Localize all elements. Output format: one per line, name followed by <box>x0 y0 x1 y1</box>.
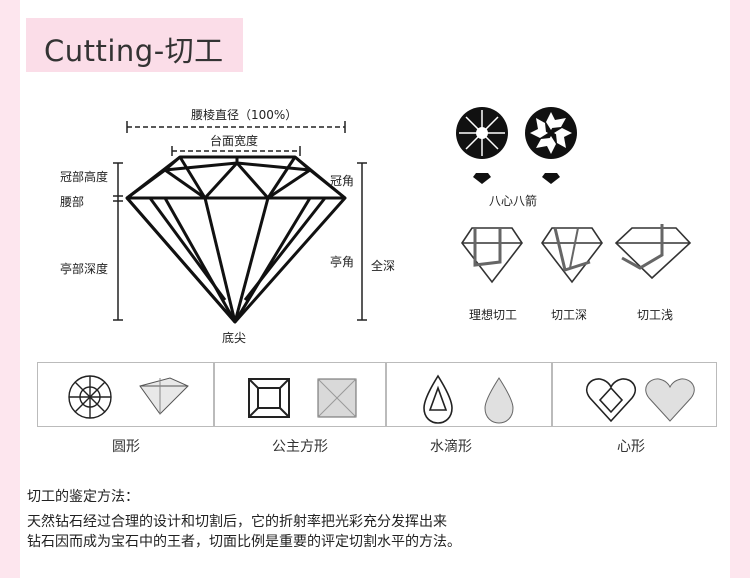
page-title: Cutting-切工 <box>44 34 224 68</box>
round-outline-icon <box>68 375 112 419</box>
pavilion-angle-label: 亭角 <box>330 255 355 269</box>
arrows-pattern-icon <box>525 107 577 159</box>
shape-panel-pear <box>386 362 552 427</box>
crown-angle-label: 冠角 <box>330 174 355 188</box>
girdle-label: 腰部 <box>60 195 85 209</box>
heart-outline-icon <box>585 378 637 423</box>
crown-height-label: 冠部高度 <box>60 170 109 184</box>
shape-label-heart: 心形 <box>617 439 645 455</box>
shallow-cut-label: 切工浅 <box>637 308 674 322</box>
shape-label-princess: 公主方形 <box>272 439 328 455</box>
table-width-label: 台面宽度 <box>210 134 259 148</box>
girdle-diameter-label: 腰棱直径（100%） <box>191 108 298 122</box>
princess-outline-icon <box>248 378 290 418</box>
round-gem-icon <box>139 377 189 415</box>
hearts-arrows-label: 八心八箭 <box>489 194 538 208</box>
left-border <box>0 0 20 578</box>
ideal-cut-label: 理想切工 <box>469 308 518 322</box>
shape-label-pear: 水滴形 <box>430 439 472 455</box>
small-gem-icon <box>473 173 560 184</box>
pavilion-depth-label: 亭部深度 <box>60 262 109 276</box>
shape-label-round: 圆形 <box>112 439 140 455</box>
shape-panel-round <box>37 362 214 427</box>
shape-panel-princess <box>214 362 386 427</box>
footer-line-1: 天然钻石经过合理的设计和切割后，它的折射率把光彩充分发挥出来 <box>27 514 447 530</box>
ideal-cut-icon <box>461 227 523 284</box>
heart-gem-icon <box>645 378 695 422</box>
footer-line-2: 钻石因而成为宝石中的王者，切面比例是重要的评定切割水平的方法。 <box>27 534 461 550</box>
deep-cut-icon <box>541 227 603 284</box>
hearts-pattern-icon <box>456 107 508 159</box>
pear-gem-icon <box>484 377 514 424</box>
princess-gem-icon <box>317 378 357 418</box>
right-border <box>730 0 750 578</box>
deep-cut-label: 切工深 <box>551 308 588 322</box>
pear-outline-icon <box>423 374 453 424</box>
shallow-cut-icon <box>614 224 692 280</box>
total-depth-label: 全深 <box>371 259 396 273</box>
shape-panel-heart <box>552 362 717 427</box>
title-banner: Cutting-切工 <box>26 18 243 72</box>
culet-label: 底尖 <box>222 331 247 345</box>
footer-heading: 切工的鉴定方法： <box>27 489 139 505</box>
